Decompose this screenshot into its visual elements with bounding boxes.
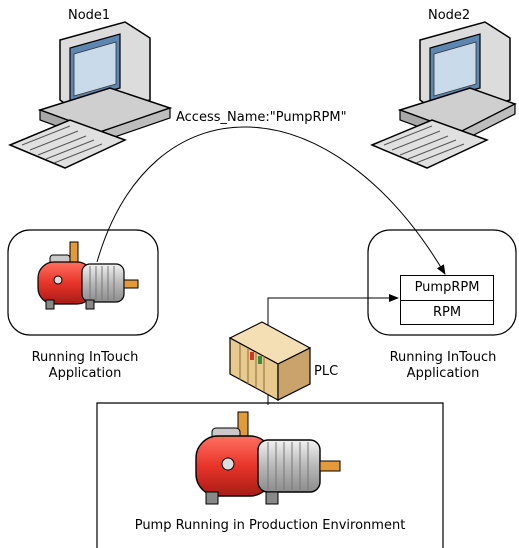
right-app-box	[367, 229, 517, 336]
left-app-caption-line2: Application	[48, 366, 122, 381]
right-app-caption: Running InTouch Application	[378, 350, 508, 382]
left-app-caption: Running InTouch Application	[20, 350, 150, 382]
left-app-caption-line1: Running InTouch	[31, 350, 139, 365]
right-app-caption-line1: Running InTouch	[389, 350, 497, 365]
tag-item-rpm: RPM	[432, 305, 462, 320]
node2-computer-icon	[370, 21, 517, 169]
production-box	[96, 402, 444, 548]
tag-box: PumpRPM RPM	[400, 275, 494, 325]
plc-device-icon	[228, 321, 312, 402]
tag-item-pumprpm: PumpRPM	[401, 276, 493, 301]
access-name-label: Access_Name:"PumpRPM"	[176, 110, 347, 126]
plc-label: PLC	[314, 364, 339, 379]
node1-computer-icon	[8, 21, 173, 169]
node1-label: Node1	[68, 8, 111, 23]
production-label: Pump Running in Production Environment	[134, 518, 406, 533]
access-name-curve	[96, 126, 446, 275]
left-app-box	[7, 229, 159, 336]
right-app-caption-line2: Application	[406, 366, 480, 381]
node2-label: Node2	[428, 8, 471, 23]
left-pump-icon	[37, 241, 139, 310]
production-pump-icon	[195, 411, 341, 505]
